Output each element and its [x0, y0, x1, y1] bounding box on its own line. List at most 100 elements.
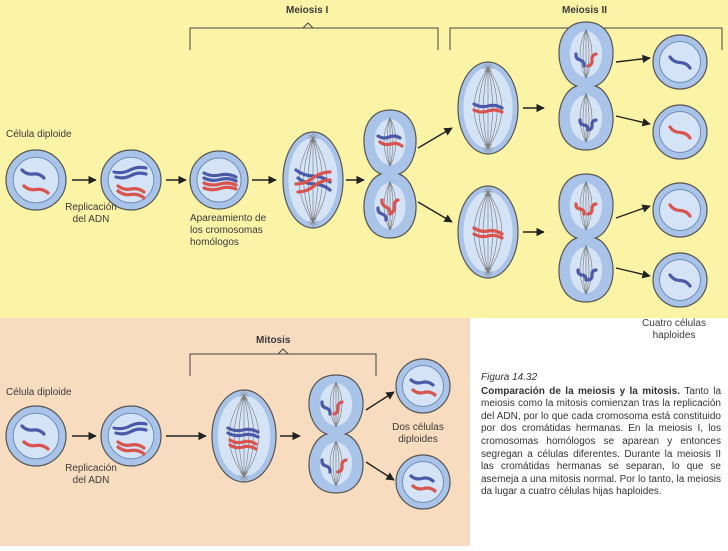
- haploid-line-1: Cuatro células: [642, 318, 706, 329]
- meiosis-replication-line-2: del ADN: [72, 214, 110, 225]
- chromosome: [668, 203, 692, 218]
- aster-ray: [484, 64, 489, 69]
- paired-red: [202, 181, 238, 187]
- spindle-fiber: [582, 245, 587, 295]
- meiosis-2-anaphase-cell-a: [558, 21, 614, 151]
- mitosis-header: Mitosis: [256, 335, 291, 346]
- mitosis-anaphase-cell: [308, 374, 364, 494]
- bracket-line: [189, 27, 439, 50]
- chromatid-blue: [112, 421, 148, 431]
- spindle-fiber: [585, 29, 590, 79]
- arrow: [615, 267, 651, 279]
- haploid-cell: [652, 34, 708, 90]
- chromatid-red: [116, 189, 146, 200]
- spindle-fiber: [329, 440, 337, 487]
- aster-ray: [484, 271, 489, 276]
- caption-title: Comparación de la meiosis y la mitosis.: [481, 385, 685, 397]
- diploid-daughter-cell: [395, 454, 451, 510]
- aster-ray: [240, 395, 245, 400]
- bracket-line: [189, 353, 377, 376]
- spindle-fiber: [228, 395, 245, 477]
- diploid-result-line-1: Dos células: [392, 422, 444, 433]
- spindle-fiber: [585, 181, 590, 231]
- nucleus: [12, 412, 60, 460]
- nucleus: [401, 364, 445, 408]
- haploid-cell: [652, 182, 708, 238]
- mitosis-metaphase-cell: [211, 389, 277, 483]
- chromatid-red: [586, 52, 598, 68]
- chromatid-blue: [114, 427, 148, 436]
- aster-ray: [487, 268, 492, 273]
- aster-ray: [243, 392, 248, 397]
- meiosis-diploid-cell: [5, 149, 67, 211]
- tetrad-red: [294, 170, 332, 186]
- meiosis-diploid-label: Célula diploide: [6, 129, 72, 140]
- spindle-fiber: [332, 382, 337, 427]
- aster-ray: [484, 67, 489, 72]
- aster-ray: [243, 475, 248, 480]
- mitosis-replication-label: Replicación del ADN: [56, 463, 126, 487]
- arrow: [615, 54, 651, 64]
- aster-ray: [312, 137, 317, 142]
- chromatid-blue: [320, 458, 332, 474]
- aster-ray: [487, 144, 492, 149]
- chromosome-red: [22, 440, 50, 451]
- chromatid-red: [586, 202, 598, 216]
- spindle-fiber: [335, 441, 340, 486]
- chromosome-red: [472, 232, 504, 240]
- aster-ray: [484, 191, 489, 196]
- dyad-blue: [376, 206, 388, 222]
- chromosome-red: [22, 184, 50, 195]
- aster-ray: [312, 134, 317, 139]
- mitosis-replication-line-2: del ADN: [72, 475, 110, 486]
- aster-ray: [484, 144, 489, 149]
- pairing-label: Apareamiento de los cromosomas homólogos: [190, 213, 266, 249]
- spindle-fiber: [579, 181, 587, 231]
- spindle-fiber: [585, 29, 593, 79]
- dyad-red: [388, 198, 400, 216]
- paired-red: [202, 185, 238, 192]
- nucleus: [12, 156, 60, 204]
- arrow: [365, 391, 395, 411]
- chromatid-blue: [226, 431, 260, 439]
- chromosome-red: [472, 108, 504, 114]
- spindle-fiber: [579, 29, 587, 79]
- aster-ray: [240, 475, 245, 480]
- aster-ray: [309, 218, 314, 223]
- meiosis-1-bracket: [189, 22, 439, 50]
- chromosome-red: [411, 388, 437, 397]
- chromatid-blue: [586, 268, 598, 282]
- spindle-fiber: [579, 245, 587, 295]
- spindle-fiber: [582, 29, 587, 79]
- aster-ray: [484, 188, 489, 193]
- spindle-fiber: [585, 93, 593, 143]
- spindle-fiber: [383, 117, 391, 167]
- aster-ray: [309, 221, 314, 226]
- aster-ray: [312, 218, 317, 223]
- aster-ray: [309, 134, 314, 139]
- arrow: [615, 204, 651, 219]
- chromosome-red: [472, 226, 504, 236]
- pairing-line-2: los cromosomas: [190, 225, 263, 236]
- chromatid-blue: [578, 118, 590, 132]
- spindle-fiber: [329, 381, 337, 428]
- paired-blue: [202, 176, 238, 183]
- spindle-fiber: [335, 381, 343, 428]
- aster-ray: [487, 147, 492, 152]
- spindle-fiber: [585, 245, 590, 295]
- mitosis-diploid-label: Célula diploide: [6, 387, 72, 398]
- chromatid-blue: [574, 52, 586, 68]
- diploid-result-label: Dos células diploides: [386, 422, 450, 446]
- chromatid-red: [332, 400, 344, 416]
- nucleus: [401, 460, 445, 504]
- chromosome-blue: [20, 424, 46, 436]
- chromosome: [668, 125, 692, 140]
- chromatid-blue: [114, 171, 148, 180]
- haploid-cell: [652, 104, 708, 160]
- aster-ray: [487, 191, 492, 196]
- spindle-fiber: [473, 191, 489, 273]
- aster-ray: [309, 137, 314, 142]
- paired-blue: [202, 171, 238, 179]
- chromatid-blue: [226, 426, 260, 434]
- dyad-red: [378, 140, 404, 148]
